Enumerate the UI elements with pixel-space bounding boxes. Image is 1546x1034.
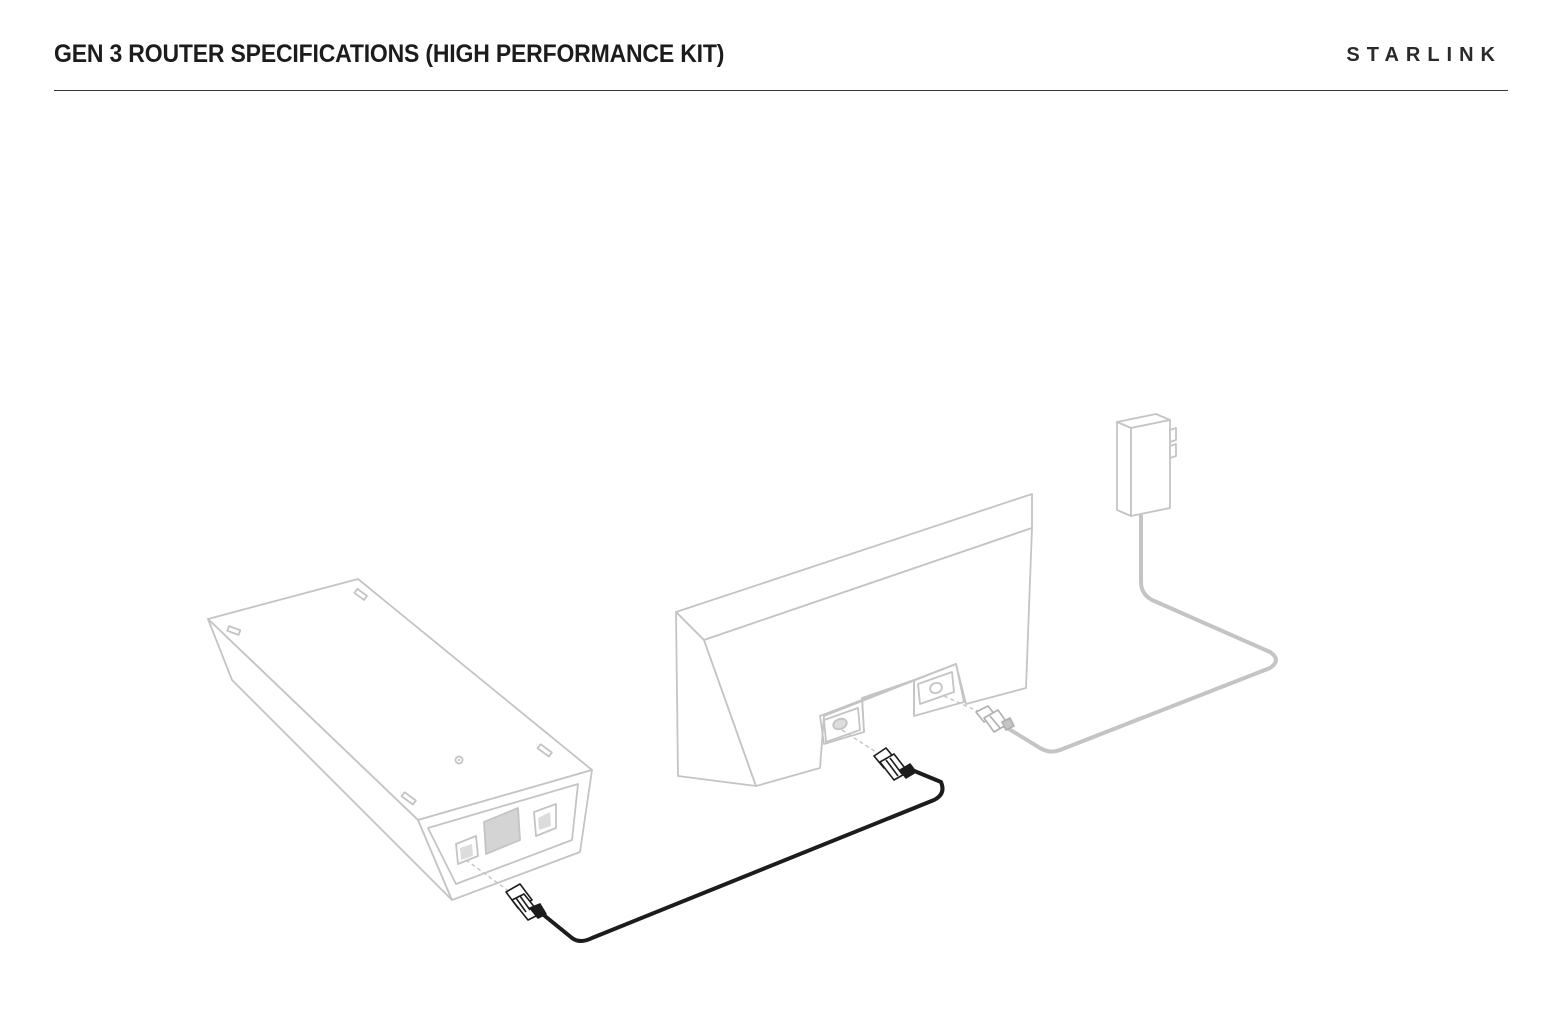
- page-title: GEN 3 ROUTER SPECIFICATIONS (HIGH PERFOR…: [54, 40, 725, 68]
- power-supply-icon: [1116, 413, 1177, 517]
- page-header: GEN 3 ROUTER SPECIFICATIONS (HIGH PERFOR…: [54, 34, 1508, 91]
- power-cable: [1002, 514, 1278, 754]
- router-adapter-icon: [207, 578, 593, 901]
- router-icon: [675, 493, 1033, 787]
- brand-logo: STARLINK: [1346, 44, 1502, 66]
- adapter-connector-icon: [505, 883, 547, 921]
- power-connector-icon: [975, 705, 1015, 733]
- router-connector-icon: [873, 747, 917, 781]
- dark-ethernet-cable: [538, 768, 945, 943]
- adapter-guide-line: [465, 859, 511, 893]
